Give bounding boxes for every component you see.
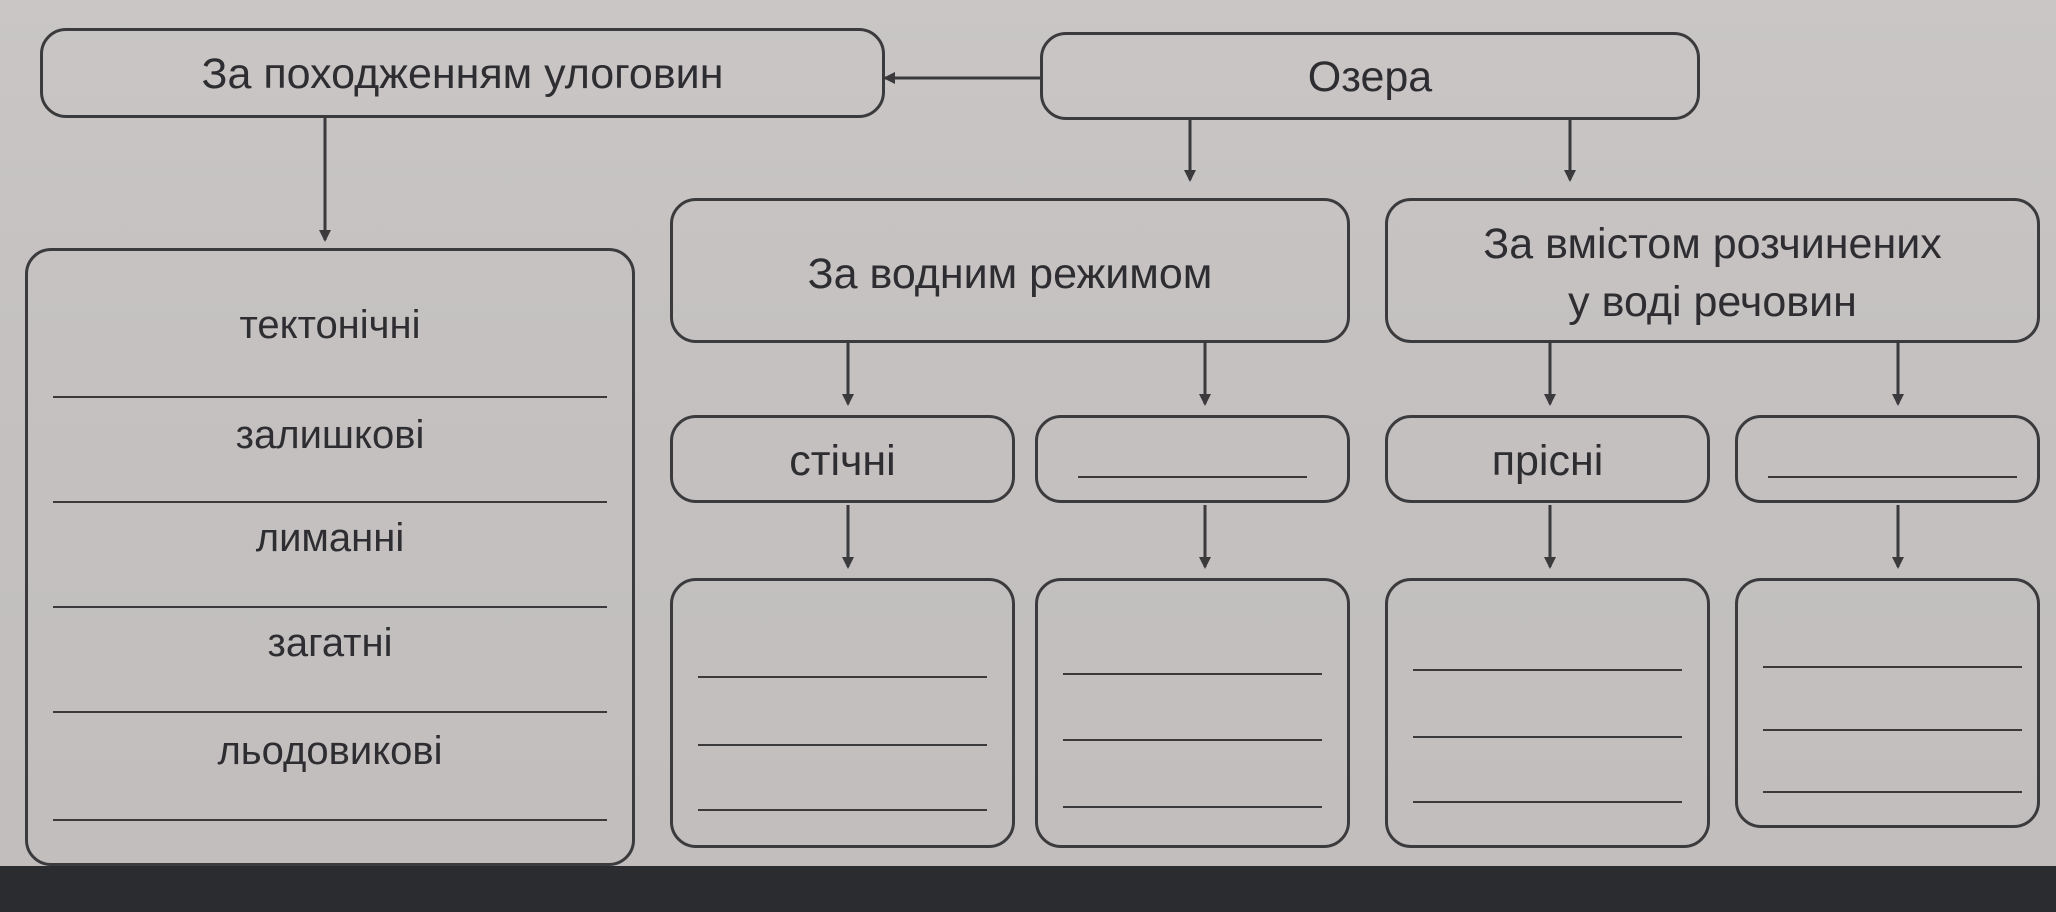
dissolved-blank-box: [1735, 415, 2040, 503]
outflow-lakes-label: стічні: [789, 437, 896, 485]
origin-type-tectonic: тектонічні: [239, 303, 421, 347]
fill-in-line: [1413, 801, 1682, 803]
fresh-lakes-label: прісні: [1491, 437, 1604, 485]
examples-box-outflow: [670, 578, 1015, 848]
dissolved-title-line2: у воді речовин: [1568, 278, 1857, 326]
water-regime-box: За водним режимом: [670, 198, 1350, 343]
divider-line: [53, 501, 607, 503]
lakes-root-box: Озера: [1040, 32, 1700, 120]
fresh-lakes-box: прісні: [1385, 415, 1710, 503]
connector-arrows: [319, 72, 1904, 569]
origin-category-box: За походженням улоговин: [40, 28, 885, 118]
fill-in-line: [1413, 669, 1682, 671]
origin-type-glacial: льодовикові: [217, 729, 443, 773]
origin-type-dammed: загатні: [267, 621, 393, 665]
divider-line: [53, 711, 607, 713]
fill-in-line: [1063, 739, 1322, 741]
divider-line: [53, 396, 607, 398]
fill-in-line: [698, 676, 987, 678]
examples-box-dissolved-blank: [1735, 578, 2040, 828]
bottom-dark-band: [0, 866, 2056, 912]
examples-box-fresh: [1385, 578, 1710, 848]
origin-category-title: За походженням улоговин: [201, 50, 724, 98]
lakes-root-title: Озера: [1307, 53, 1433, 101]
origin-types-box: тектонічні залишкові лиманні загатні льо…: [25, 248, 635, 866]
diagram-page: За походженням улоговин Озера тектонічні…: [0, 0, 2056, 866]
fill-in-line: [1078, 476, 1307, 478]
outflow-lakes-box: стічні: [670, 415, 1015, 503]
divider-line: [53, 606, 607, 608]
examples-box-water-regime-blank: [1035, 578, 1350, 848]
dissolved-substances-box: За вмістом розчинених у воді речовин: [1385, 198, 2040, 343]
fill-in-line: [1063, 673, 1322, 675]
origin-type-residual: залишкові: [235, 413, 425, 457]
origin-type-estuary: лиманні: [255, 516, 405, 560]
divider-line: [53, 819, 607, 821]
fill-in-line: [1763, 791, 2022, 793]
water-regime-blank-box: [1035, 415, 1350, 503]
fill-in-line: [1763, 729, 2022, 731]
fill-in-line: [698, 809, 987, 811]
fill-in-line: [1763, 666, 2022, 668]
fill-in-line: [1063, 806, 1322, 808]
fill-in-line: [1768, 476, 2017, 478]
fill-in-line: [698, 744, 987, 746]
water-regime-title: За водним режимом: [807, 250, 1213, 298]
fill-in-line: [1413, 736, 1682, 738]
dissolved-title-line1: За вмістом розчинених: [1483, 220, 1942, 268]
